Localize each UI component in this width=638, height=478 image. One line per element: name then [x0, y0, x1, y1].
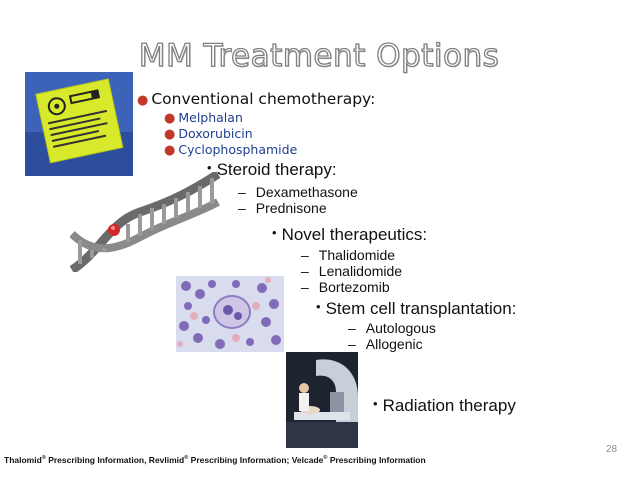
bullet-dot-icon: •: [272, 225, 277, 240]
drug-cyclophosphamide: Cyclophosphamide: [178, 142, 298, 157]
list-item: –Allogenic: [348, 336, 423, 352]
drug-melphalan: Melphalan: [178, 110, 243, 125]
dna-helix-image: [70, 172, 220, 272]
bullet-dot-icon: ●: [164, 143, 176, 158]
drug-prednisone: Prednisone: [255, 200, 327, 216]
transplant-allogenic: Allogenic: [365, 336, 423, 352]
bullet-dot-icon: ●: [164, 127, 176, 142]
drug-lenalidomide: Lenalidomide: [318, 263, 403, 279]
steroid-label: Steroid therapy:: [216, 160, 337, 179]
cell-micrograph-image: [176, 276, 284, 352]
footer-references: Thalomid® Prescribing Information, Revli…: [4, 455, 426, 465]
bullet-dot-icon: •: [207, 160, 212, 175]
list-item: –Prednisone: [238, 200, 327, 216]
conventional-label: Conventional chemotherapy:: [151, 90, 376, 108]
novel-label: Novel therapeutics:: [281, 225, 428, 244]
bullet-dot-icon: ●: [164, 111, 176, 126]
radiation-machine-image: [286, 352, 358, 448]
drug-dexamethasone: Dexamethasone: [255, 184, 358, 200]
drug-thalidomide: Thalidomide: [318, 247, 396, 263]
drug-doxorubicin: Doxorubicin: [178, 126, 253, 141]
drug-bortezomib: Bortezomib: [318, 279, 390, 295]
bullet-steroid: • Steroid therapy:: [207, 160, 337, 180]
list-item: –Lenalidomide: [301, 263, 403, 279]
list-item: –Autologous: [348, 320, 436, 336]
bullet-dot-icon: •: [373, 396, 378, 411]
list-item: –Bortezomib: [301, 279, 390, 295]
list-item: ●Melphalan: [164, 110, 243, 126]
stemcell-label: Stem cell transplantation:: [325, 299, 517, 318]
page-number: 28: [606, 444, 618, 455]
bullet-novel: • Novel therapeutics:: [272, 225, 427, 245]
list-item: –Dexamethasone: [238, 184, 358, 200]
list-item: ●Doxorubicin: [164, 126, 253, 142]
biohazard-bag-image: [25, 72, 133, 176]
slide-title: MM Treatment Options: [138, 37, 500, 74]
transplant-autologous: Autologous: [365, 320, 436, 336]
bullet-radiation: • Radiation therapy: [373, 396, 516, 416]
list-item: –Thalidomide: [301, 247, 396, 263]
bullet-dot-icon: •: [316, 299, 321, 314]
bullet-dot-icon: ●: [137, 93, 149, 108]
radiation-label: Radiation therapy: [382, 396, 516, 415]
list-item: ●Cyclophosphamide: [164, 142, 297, 158]
bullet-stemcell: • Stem cell transplantation:: [316, 299, 516, 319]
bullet-conventional: ●Conventional chemotherapy:: [137, 90, 375, 108]
